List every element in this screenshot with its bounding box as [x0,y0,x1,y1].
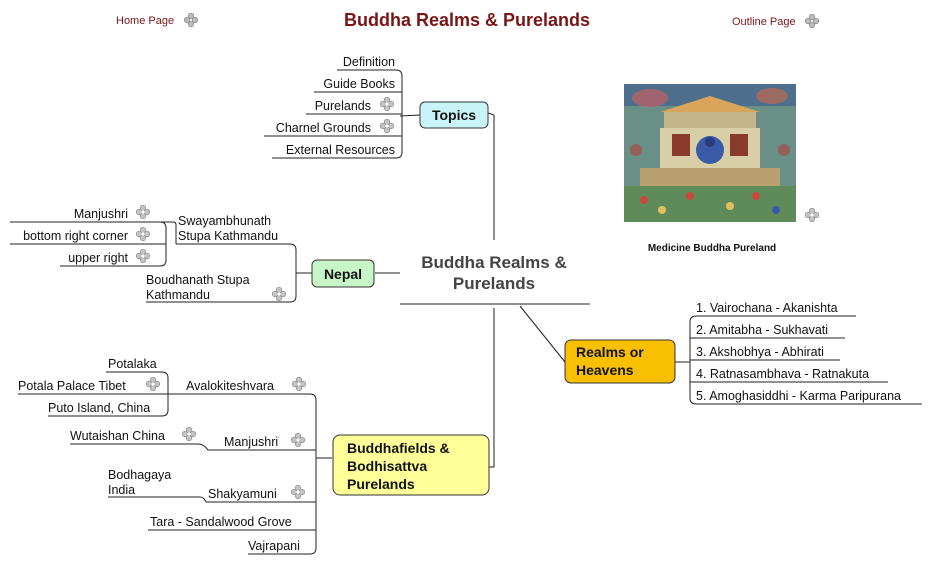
outline-page-link[interactable]: Outline Page [732,16,796,28]
swayambhunath-line1[interactable]: Swayambhunath [178,214,271,228]
topics-label: Topics [432,107,476,123]
link-icon[interactable] [290,432,306,448]
link-icon[interactable] [379,118,395,134]
link-icon[interactable] [290,484,306,500]
topic-definition[interactable]: Definition [343,55,395,69]
buddhafields-label-line2: Bodhisattva [347,458,427,474]
realm-item[interactable]: 1. Vairochana - Akanishta [696,301,838,315]
link-icon[interactable] [184,13,198,27]
link-icon[interactable] [135,204,151,220]
medicine-buddha-pureland-image[interactable] [624,84,796,222]
shakyamuni[interactable]: Shakyamuni [208,487,277,501]
boudhanath-line1[interactable]: Boudhanath Stupa [146,273,250,287]
wutaishan-china[interactable]: Wutaishan China [70,429,165,443]
realm-item[interactable]: 3. Akshobhya - Abhirati [696,345,824,359]
realm-item[interactable]: 5. Amoghasiddhi - Karma Paripurana [696,389,901,403]
realms-label-line1: Realms or [576,344,644,360]
boudhanath-line2[interactable]: Kathmandu [146,288,210,302]
avalokiteshvara[interactable]: Avalokiteshvara [186,379,274,393]
link-icon[interactable] [805,14,819,28]
image-caption: Medicine Buddha Pureland [647,243,777,254]
potala-palace-tibet[interactable]: Potala Palace Tibet [18,379,126,393]
link-icon[interactable] [291,376,307,392]
link-icon[interactable] [379,96,395,112]
buddhafields-node[interactable]: Buddhafields & Bodhisattva Purelands [332,434,490,496]
link-icon[interactable] [145,376,161,392]
link-icon[interactable] [135,248,151,264]
swayambhunath-line2[interactable]: Stupa Kathmandu [178,229,278,243]
vajrapani[interactable]: Vajrapani [248,539,300,553]
page-title: Buddha Realms & Purelands [343,10,591,30]
home-page-link[interactable]: Home Page [116,15,175,27]
buddhafields-label-line1: Buddhafields & [347,440,450,456]
central-topic-line1: Buddha Realms & [421,253,566,272]
buddhafields-manjushri[interactable]: Manjushri [224,435,278,449]
realm-item[interactable]: 4. Ratnasambhava - Ratnakuta [696,367,869,381]
topic-guide-books[interactable]: Guide Books [323,77,395,91]
topics-node[interactable]: Topics [419,101,489,129]
nepal-node[interactable]: Nepal [311,259,375,288]
link-icon[interactable] [181,426,197,442]
potalaka[interactable]: Potalaka [108,357,157,371]
nepal-manjushri[interactable]: Manjushri [74,207,128,221]
nepal-label: Nepal [324,266,362,282]
tara-sandalwood-grove[interactable]: Tara - Sandalwood Grove [150,515,292,529]
link-icon[interactable] [271,286,287,302]
bodhagaya-line1[interactable]: Bodhagaya [108,468,171,482]
topic-external-resources[interactable]: External Resources [286,143,395,157]
central-topic-line2: Purelands [453,274,535,293]
link-icon[interactable] [135,226,151,242]
topic-purelands[interactable]: Purelands [315,99,371,113]
buddhafields-label-line3: Purelands [347,476,415,492]
realm-item[interactable]: 2. Amitabha - Sukhavati [696,323,828,337]
link-icon[interactable] [804,207,820,223]
realms-node[interactable]: Realms or Heavens [564,339,676,384]
nepal-bottom-right-corner[interactable]: bottom right corner [23,229,128,243]
realms-label-line2: Heavens [576,362,634,378]
bodhagaya-line2[interactable]: India [108,483,135,497]
puto-island-china[interactable]: Puto Island, China [48,401,150,415]
topic-charnel-grounds[interactable]: Charnel Grounds [276,121,371,135]
nepal-upper-right[interactable]: upper right [68,251,128,265]
